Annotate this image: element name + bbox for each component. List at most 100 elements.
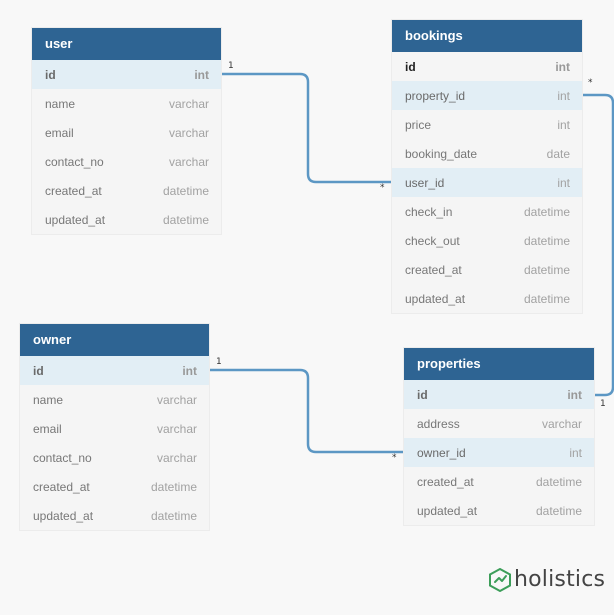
holistics-logo-text: holistics: [514, 567, 606, 592]
field-name: id: [33, 363, 44, 378]
field-row-bookings-check-out[interactable]: check_out datetime: [392, 226, 582, 255]
field-name: check_in: [405, 204, 453, 219]
cardinality-one-properties: 1: [600, 399, 606, 409]
field-row-user-id[interactable]: id int: [32, 60, 221, 89]
field-name: price: [405, 117, 432, 132]
field-row-bookings-user-id[interactable]: user_id int: [392, 168, 582, 197]
field-type: datetime: [523, 233, 570, 248]
holistics-logo-icon: [489, 567, 511, 592]
cardinality-many-properties-owner: *: [392, 453, 397, 463]
field-row-bookings-updated-at[interactable]: updated_at datetime: [392, 284, 582, 313]
table-header-user[interactable]: user: [32, 28, 221, 60]
field-row-user-name[interactable]: name varchar: [32, 89, 221, 118]
field-type: varchar: [156, 450, 197, 465]
field-name: created_at: [417, 474, 474, 489]
field-row-user-contact-no[interactable]: contact_no varchar: [32, 147, 221, 176]
cardinality-one-owner: 1: [216, 357, 222, 367]
field-name: updated_at: [405, 291, 466, 306]
field-row-properties-updated-at[interactable]: updated_at datetime: [404, 496, 594, 525]
field-name: id: [45, 67, 56, 82]
field-name: updated_at: [45, 212, 106, 227]
field-name: created_at: [45, 183, 102, 198]
field-type: varchar: [541, 416, 582, 431]
field-row-bookings-id[interactable]: id int: [392, 52, 582, 81]
cardinality-one-user: 1: [228, 61, 234, 71]
field-row-bookings-created-at[interactable]: created_at datetime: [392, 255, 582, 284]
field-row-user-email[interactable]: email varchar: [32, 118, 221, 147]
field-row-properties-address[interactable]: address varchar: [404, 409, 594, 438]
field-name: property_id: [405, 88, 466, 103]
field-type: varchar: [168, 125, 209, 140]
field-row-properties-created-at[interactable]: created_at datetime: [404, 467, 594, 496]
field-type: datetime: [523, 262, 570, 277]
field-type: varchar: [156, 392, 197, 407]
table-header-bookings[interactable]: bookings: [392, 20, 582, 52]
field-name: user_id: [405, 175, 445, 190]
relation-line-user-bookings[interactable]: [221, 72, 392, 184]
table-fields-user: id int name varchar email varchar contact_no va…: [32, 60, 221, 234]
field-row-bookings-property-id[interactable]: property_id int: [392, 81, 582, 110]
field-type: datetime: [150, 479, 197, 494]
field-row-user-created-at[interactable]: created_at datetime: [32, 176, 221, 205]
field-name: created_at: [33, 479, 90, 494]
field-name: created_at: [405, 262, 462, 277]
field-row-owner-name[interactable]: name varchar: [20, 385, 209, 414]
cardinality-many-bookings-user: *: [380, 183, 385, 193]
field-type: int: [557, 88, 570, 103]
field-row-bookings-price[interactable]: price int: [392, 110, 582, 139]
table-header-properties[interactable]: properties: [404, 348, 594, 380]
field-name: check_out: [405, 233, 460, 248]
field-name: owner_id: [417, 445, 466, 460]
field-type: int: [194, 67, 209, 82]
field-type: date: [546, 146, 570, 161]
field-type: int: [555, 59, 570, 74]
field-name: booking_date: [405, 146, 478, 161]
field-type: datetime: [162, 212, 209, 227]
table-header-owner[interactable]: owner: [20, 324, 209, 356]
field-type: datetime: [535, 503, 582, 518]
field-row-properties-owner-id[interactable]: owner_id int: [404, 438, 594, 467]
field-name: address: [417, 416, 460, 431]
holistics-logo[interactable]: holistics: [489, 567, 605, 592]
field-name: name: [45, 96, 76, 111]
field-row-owner-created-at[interactable]: created_at datetime: [20, 472, 209, 501]
field-type: varchar: [168, 154, 209, 169]
field-type: varchar: [156, 421, 197, 436]
field-name: id: [417, 387, 428, 402]
field-row-user-updated-at[interactable]: updated_at datetime: [32, 205, 221, 234]
field-row-owner-id[interactable]: id int: [20, 356, 209, 385]
field-type: datetime: [523, 291, 570, 306]
field-name: id: [405, 59, 416, 74]
field-name: contact_no: [45, 154, 104, 169]
field-row-bookings-booking-date[interactable]: booking_date date: [392, 139, 582, 168]
field-type: int: [182, 363, 197, 378]
field-row-owner-contact-no[interactable]: contact_no varchar: [20, 443, 209, 472]
field-type: datetime: [535, 474, 582, 489]
field-type: varchar: [168, 96, 209, 111]
field-type: datetime: [162, 183, 209, 198]
field-type: int: [557, 175, 570, 190]
field-name: updated_at: [417, 503, 478, 518]
field-type: int: [557, 117, 570, 132]
field-name: contact_no: [33, 450, 92, 465]
relation-line-owner-properties[interactable]: [209, 368, 404, 454]
field-type: int: [569, 445, 582, 460]
field-name: name: [33, 392, 64, 407]
cardinality-many-bookings-property: *: [588, 78, 593, 88]
relation-line-properties-bookings[interactable]: [582, 93, 614, 397]
field-type: datetime: [150, 508, 197, 523]
field-name: email: [45, 125, 74, 140]
